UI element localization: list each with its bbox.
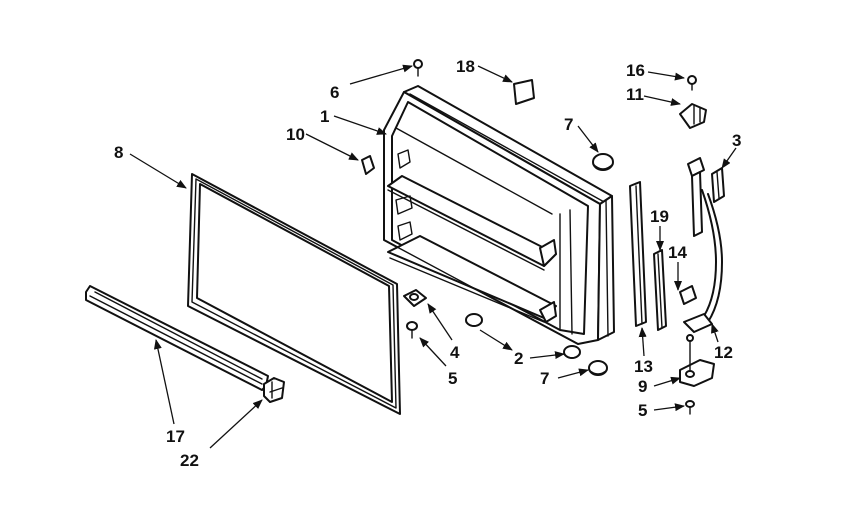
callout-10: 10 [286,125,305,144]
callout-1: 1 [320,107,329,126]
screw-right-part [685,400,695,415]
callout-5-left: 5 [448,369,457,388]
callout-11: 11 [626,85,644,104]
callout-14: 14 [668,243,687,262]
callout-3: 3 [732,131,741,150]
callout-leaders [129,64,737,449]
vertical-trim-strip-part [629,181,647,327]
clip-part [361,155,375,175]
callout-13: 13 [634,357,653,376]
callout-16: 16 [626,61,645,80]
label-tag-part [513,79,535,105]
callout-labels: 6 18 1 10 7 16 11 3 8 19 14 4 5 2 7 13 1… [114,57,741,470]
callout-17: 17 [166,427,185,446]
bottom-hinge-bracket-part [403,289,427,307]
screw-left-part [406,321,418,339]
callout-22: 22 [180,451,199,470]
cap-lower-part [588,360,608,376]
top-hinge-part [679,103,707,129]
callout-2: 2 [514,349,523,368]
callout-8: 8 [114,143,123,162]
callout-7-upper: 7 [564,115,573,134]
cap-upper-part [592,153,614,171]
door-liner-part [383,85,615,345]
callout-12: 12 [714,343,733,362]
screw-top-right-part [687,75,697,91]
callout-6: 6 [330,83,339,102]
trim-end-cap-part [263,377,285,403]
door-gasket-part [187,173,401,415]
callout-9: 9 [638,377,647,396]
screw-top-part [413,59,423,77]
callout-5-right: 5 [638,401,647,420]
callout-4: 4 [450,343,460,362]
callout-19: 19 [650,207,669,226]
bottom-hinge-part [679,334,715,387]
callout-18: 18 [456,57,475,76]
bottom-trim-strip-part [85,285,269,391]
door-stop-foot-part [465,313,581,359]
callout-7-lower: 7 [540,369,549,388]
door-handle-part [679,157,723,333]
side-bracket-part [711,167,725,203]
narrow-strip-part [653,249,667,331]
